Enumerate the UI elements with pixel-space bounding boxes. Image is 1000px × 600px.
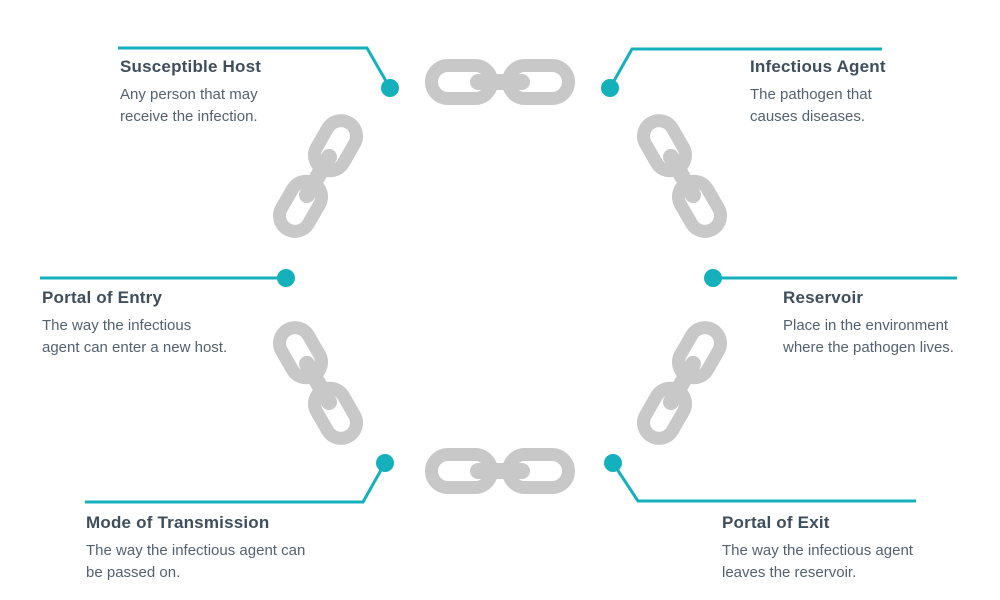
chain-links-lower-left-icon xyxy=(274,322,362,444)
chain-links-top-icon xyxy=(432,66,569,99)
callout-description: The way the infectious agent leaves the … xyxy=(722,542,913,581)
callout-title: Portal of Entry xyxy=(42,288,163,307)
chain-links-upper-right-icon xyxy=(638,115,726,237)
callout-mode-of-transmission: Mode of Transmission The way the infecti… xyxy=(86,513,305,584)
callout-description: The pathogen that causes diseases. xyxy=(750,86,872,125)
callout-title: Infectious Agent xyxy=(750,57,886,76)
connector-dot-infectious-agent xyxy=(601,79,619,97)
connector-dots xyxy=(277,79,722,472)
connector-dot-portal-of-exit xyxy=(604,454,622,472)
callout-description: The way the infectious agent can be pass… xyxy=(86,542,306,581)
chain-ring xyxy=(274,66,726,488)
chain-links-upper-left-icon xyxy=(274,115,362,237)
connector-dot-reservoir xyxy=(704,269,722,287)
callout-susceptible-host: Susceptible Host Any person that may rec… xyxy=(120,57,261,128)
connector-dot-susceptible-host xyxy=(381,79,399,97)
callout-line-susceptible-host xyxy=(118,46,392,89)
chain-links-bottom-icon xyxy=(432,455,569,488)
callout-line-mode-of-transmission xyxy=(85,462,387,504)
callout-description: The way the infectious agent can enter a… xyxy=(42,317,228,356)
callout-lines xyxy=(40,46,957,504)
callout-line-portal-of-exit xyxy=(611,462,916,503)
callout-infectious-agent: Infectious Agent The pathogen that cause… xyxy=(750,57,886,128)
callout-title: Susceptible Host xyxy=(120,57,262,76)
chain-links-lower-right-icon xyxy=(638,322,726,444)
callout-title: Reservoir xyxy=(783,288,864,307)
callout-title: Portal of Exit xyxy=(722,513,830,532)
callout-portal-of-entry: Portal of Entry The way the infectious a… xyxy=(42,288,227,359)
callout-title: Mode of Transmission xyxy=(86,513,270,532)
callout-description: Place in the environment where the patho… xyxy=(783,317,954,356)
callout-reservoir: Reservoir Place in the environment where… xyxy=(783,288,954,359)
connector-dot-mode-of-transmission xyxy=(376,454,394,472)
connector-dot-portal-of-entry xyxy=(277,269,295,287)
callout-line-infectious-agent xyxy=(608,47,882,89)
callout-portal-of-exit: Portal of Exit The way the infectious ag… xyxy=(722,513,913,584)
callout-description: Any person that may receive the infectio… xyxy=(120,86,258,125)
